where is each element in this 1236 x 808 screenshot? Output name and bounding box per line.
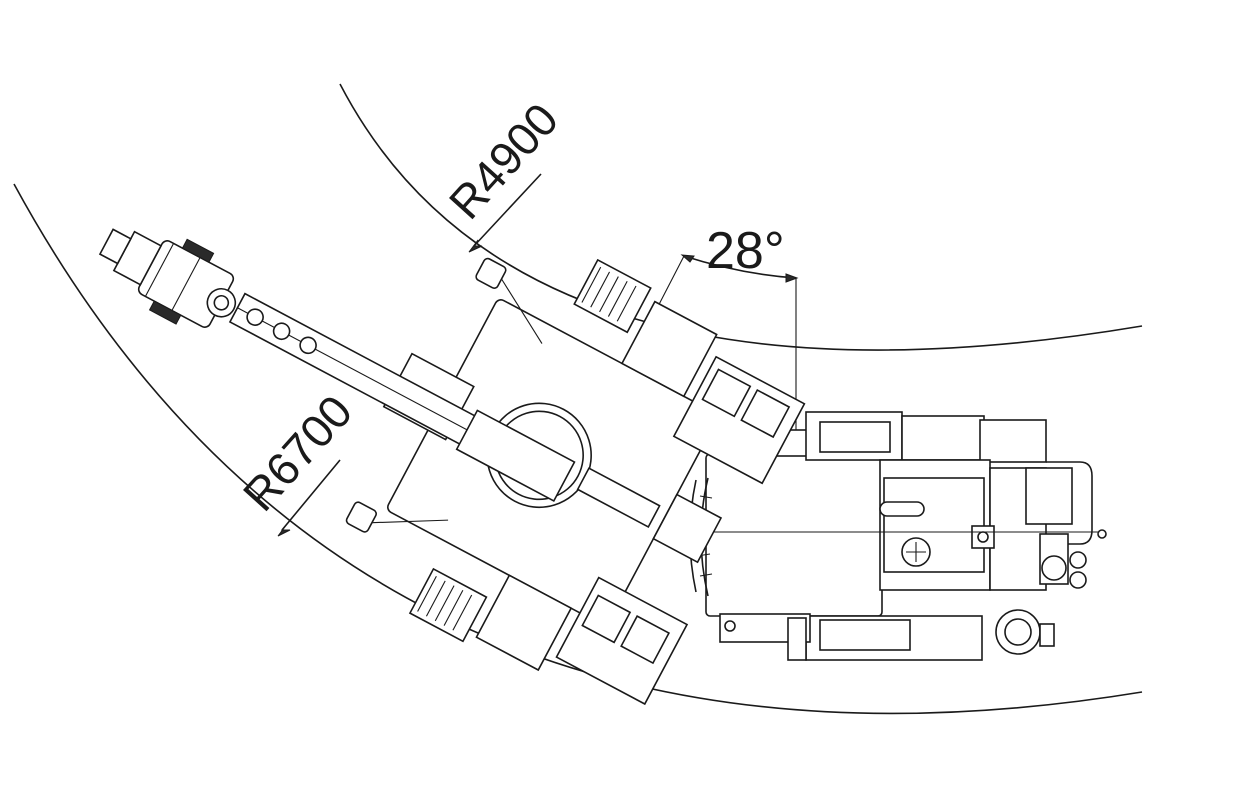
inner-arc	[339, 83, 1143, 351]
front-tyre-tread-top	[581, 266, 637, 322]
angle-arc	[683, 255, 797, 279]
angle-arrow-right	[785, 273, 799, 283]
inner-radius-arrowhead	[468, 239, 483, 253]
angle-arrow-left	[680, 254, 695, 263]
drill-head	[98, 228, 237, 328]
inner-radius-leader	[473, 173, 542, 247]
outer-radius-leader	[281, 459, 341, 531]
inner-radius-label: R4900	[439, 93, 568, 229]
front-tyre-tread-bottom	[417, 575, 473, 631]
outer-radius-label: R6700	[233, 385, 362, 521]
drill-boom	[228, 292, 576, 502]
outer-radius-arrowhead	[277, 523, 291, 537]
angle-label: 28°	[706, 222, 785, 280]
